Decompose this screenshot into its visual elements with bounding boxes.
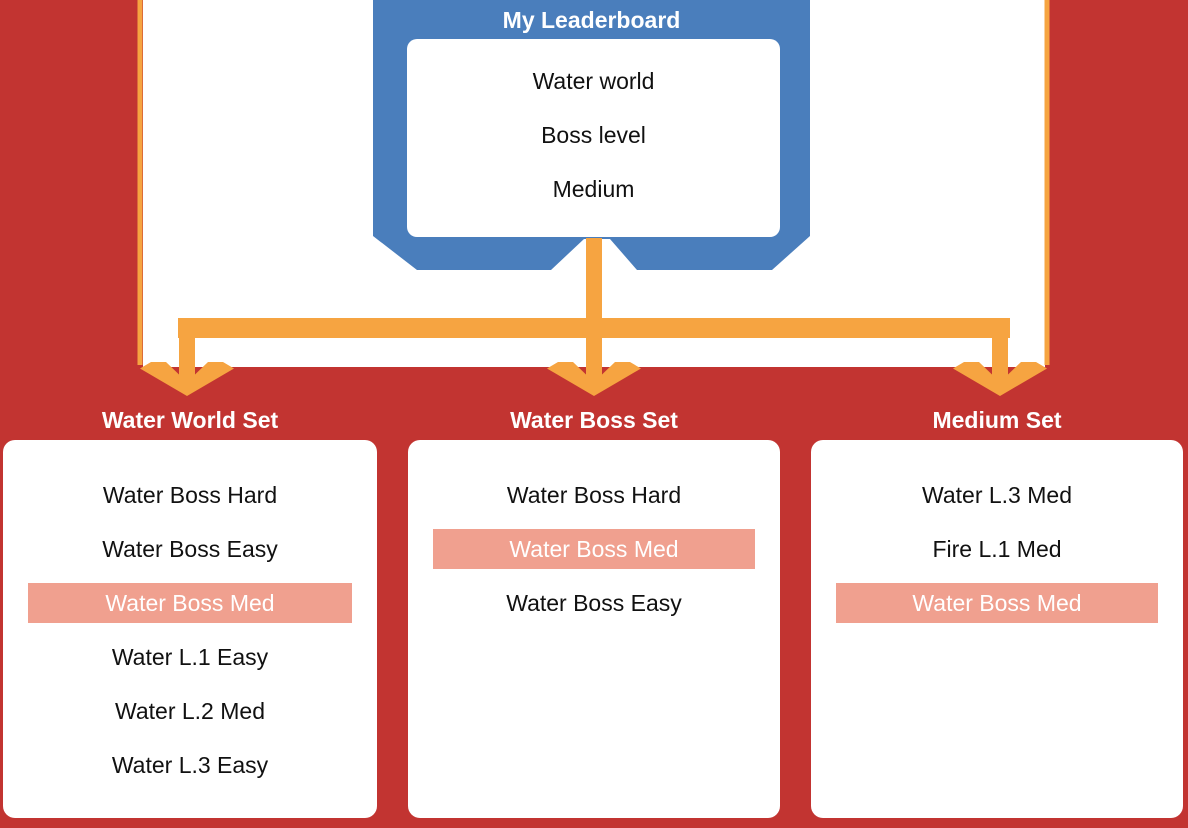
list-item: Water L.1 Easy — [111, 643, 269, 670]
list-item: Water Boss Hard — [506, 481, 682, 508]
list-item-highlighted: Water Boss Med — [811, 576, 1183, 630]
list-item: Water L.2 Med — [115, 697, 265, 724]
list-item: Water Boss Easy — [506, 589, 682, 616]
set-title-medium: Medium Set — [932, 406, 1062, 433]
set-title-water-boss: Water Boss Set — [510, 406, 678, 433]
set-title-water-world: Water World Set — [101, 406, 279, 433]
left-down-arrow-icon — [140, 318, 234, 396]
center-down-arrow-icon — [547, 238, 641, 396]
leaderboard-box-title: My Leaderboard — [502, 6, 681, 33]
right-branch-line — [1044, 0, 1050, 365]
leaderboard-fields-panel: Water world Boss level Medium — [407, 39, 780, 237]
list-item: Water L.3 Easy — [111, 751, 269, 778]
list-item-highlighted: Water Boss Med — [408, 522, 780, 576]
list-item: Fire L.1 Med — [932, 535, 1062, 562]
list-item: Water Boss Easy — [102, 535, 278, 562]
list-item: Water Boss Hard — [102, 481, 278, 508]
list-item-highlighted: Water Boss Med — [3, 576, 377, 630]
leaderboard-field-level: Boss level — [541, 121, 646, 148]
right-down-arrow-icon — [953, 318, 1047, 396]
highlight-pill: Water Boss Med — [433, 529, 755, 569]
highlight-pill: Water Boss Med — [28, 583, 352, 623]
list-item: Water L.3 Med — [922, 481, 1072, 508]
set-card-water-boss: Water Boss Hard Water Boss Med Water Bos… — [408, 440, 780, 818]
leaderboard-field-world: Water world — [532, 67, 655, 94]
highlight-pill: Water Boss Med — [836, 583, 1158, 623]
left-branch-line — [137, 0, 143, 365]
set-card-water-world: Water Boss Hard Water Boss Easy Water Bo… — [3, 440, 377, 818]
leaderboard-field-difficulty: Medium — [552, 175, 635, 202]
set-card-medium: Water L.3 Med Fire L.1 Med Water Boss Me… — [811, 440, 1183, 818]
